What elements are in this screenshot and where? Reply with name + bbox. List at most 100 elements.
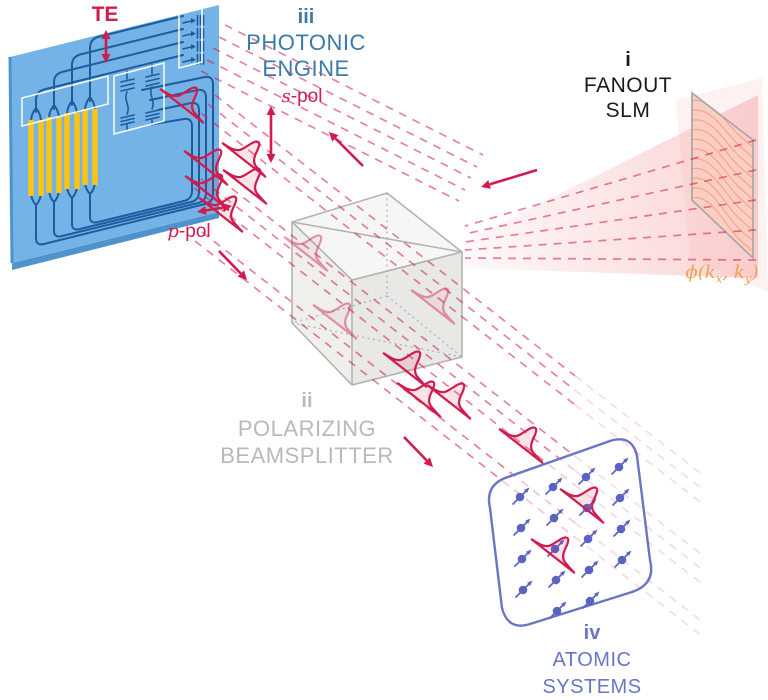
p-pol-beam-tail	[574, 470, 701, 569]
heater-bar	[92, 109, 98, 185]
spin-arrowhead-icon	[559, 539, 565, 545]
spin-arrowhead-icon	[625, 519, 631, 525]
p-pol-beam	[194, 240, 576, 539]
spin-arrowhead-icon	[560, 570, 566, 576]
atom	[544, 477, 563, 496]
soliton-pulse	[283, 234, 329, 272]
soliton-pulse	[498, 426, 544, 464]
s-pol-beam	[224, 24, 484, 156]
atom	[579, 529, 598, 548]
slm-line2: SLM	[605, 99, 651, 122]
atom	[613, 550, 632, 569]
soliton-pulse	[221, 140, 267, 178]
te-label: TE	[91, 3, 119, 26]
p-pol-arrow-head-icon	[197, 206, 207, 215]
spin-arrowhead-icon	[623, 457, 629, 463]
slm-contour-line	[692, 197, 753, 251]
p-pol-beam-tail	[574, 522, 701, 621]
s-pol-beam	[212, 47, 472, 179]
beamsplitter-cube	[291, 192, 463, 386]
p-pol-beam	[200, 178, 576, 472]
fanout-slm-panel	[691, 91, 754, 260]
slm-line1: FANOUT	[583, 74, 673, 97]
atom-dot	[516, 523, 526, 533]
atom-dot	[515, 492, 525, 502]
photonic-engine-chip	[8, 5, 219, 270]
soliton-pulse	[198, 195, 244, 233]
engine-line2: ENGINE	[262, 56, 350, 81]
p-pol-beam	[193, 187, 576, 486]
coupler-feed	[182, 20, 192, 24]
spin-arrowhead-icon	[558, 508, 564, 514]
te-polarization-arrow-head-icon	[101, 30, 111, 39]
s-pol-label: s-pol	[281, 86, 323, 107]
pbs-line1: POLARIZING	[237, 416, 377, 441]
p-pol-beam	[207, 103, 576, 391]
s-pol-arrow-head-icon	[266, 106, 276, 115]
atom-dot	[617, 555, 627, 565]
atom-dot	[518, 585, 528, 595]
coupler-arrow-icon	[191, 18, 196, 24]
atom	[548, 601, 567, 620]
atom-dot	[581, 472, 591, 482]
atom-dot	[614, 462, 624, 472]
engine-numeral: iii	[297, 6, 315, 28]
modulator-highlight-box	[113, 62, 165, 135]
spin-arrowhead-icon	[557, 477, 563, 483]
slm-contour-line	[692, 129, 753, 178]
atom-dot	[584, 565, 594, 575]
p-pol-beam-tail	[574, 536, 701, 636]
atom-dot	[616, 524, 626, 534]
chip-to-cube-arrow-head-icon	[237, 270, 247, 280]
mzi-array	[28, 96, 98, 212]
p-pol-arrow-head-icon	[222, 203, 232, 212]
s-pol-arrow-head-icon	[266, 154, 276, 163]
atomic-systems-box	[487, 438, 653, 627]
soliton-pulse	[426, 382, 472, 420]
slm-contour-line	[692, 109, 753, 158]
slm-contour-line	[692, 177, 753, 230]
soliton-pulse	[530, 536, 576, 574]
atom-dot	[585, 596, 595, 606]
atom-dot	[517, 554, 527, 564]
soliton-pulse	[382, 350, 428, 388]
atom	[511, 487, 530, 506]
atom	[581, 591, 600, 610]
slm-numeral: i	[625, 49, 631, 71]
mzi-highlight-box	[21, 75, 109, 127]
coupler-arrow-icon	[191, 31, 196, 37]
slm-beam	[464, 257, 757, 261]
p-pol-beam-tail	[574, 404, 701, 503]
spin-arrowhead-icon	[524, 487, 530, 493]
pbs-line2: BEAMSPLITTER	[220, 443, 394, 468]
atom	[611, 488, 630, 507]
p-pol-beam-tail	[574, 455, 701, 554]
te-polarization-arrow-head-icon	[101, 54, 111, 63]
spin-arrowhead-icon	[592, 529, 598, 535]
slm-to-cube-arrow	[489, 168, 538, 186]
s-pol-beam	[200, 70, 460, 202]
soliton-pulse	[312, 302, 358, 340]
atom	[545, 508, 564, 527]
spin-arrowhead-icon	[594, 591, 600, 597]
slm-contour-line	[692, 187, 753, 241]
p-pol-beam	[200, 112, 576, 406]
heater-bar	[74, 113, 80, 189]
cube-to-chip-arrow	[334, 137, 364, 167]
atom-dot	[548, 482, 558, 492]
spin-arrowhead-icon	[626, 550, 632, 556]
atom-dot	[551, 575, 561, 585]
slm-contour-line	[692, 138, 753, 189]
fanout-slm-label: i FANOUT SLM	[584, 48, 672, 123]
slm-beam	[464, 199, 757, 243]
atom	[580, 560, 599, 579]
atom-grid	[511, 457, 632, 620]
spin-arrowhead-icon	[593, 560, 599, 566]
coupler-highlight-box	[178, 7, 203, 69]
spin-arrowhead-icon	[526, 549, 532, 555]
optical-pulses	[159, 86, 605, 574]
spin-arrowhead-icon	[527, 580, 533, 586]
heater-bar	[56, 117, 62, 193]
photonic-engine-label: iii PHOTONIC ENGINE	[246, 4, 366, 82]
p-pol-beam-tail	[574, 484, 701, 583]
